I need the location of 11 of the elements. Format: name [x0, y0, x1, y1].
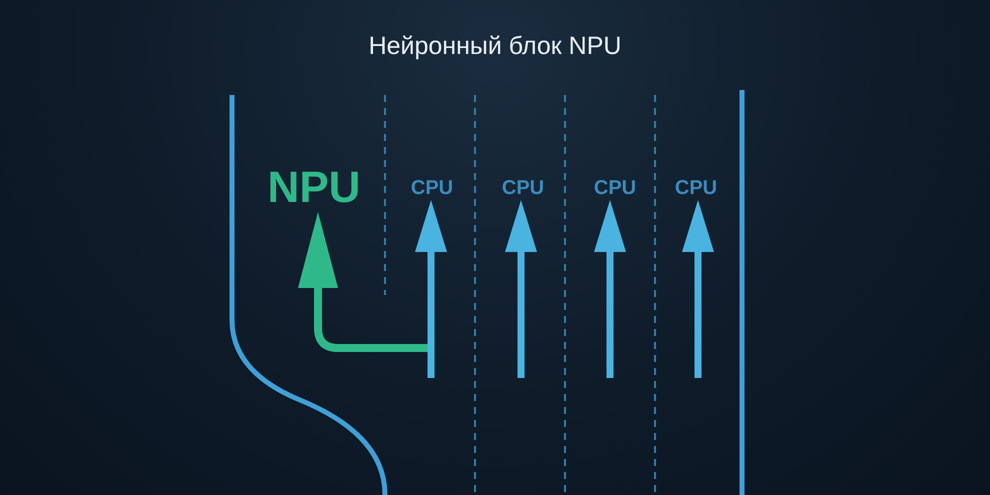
processor-label: CPU [494, 178, 552, 198]
arrow [298, 212, 428, 352]
arrow [682, 200, 714, 378]
arrow [415, 200, 447, 378]
processor-label: CPU [667, 178, 725, 198]
processor-label: CPU [403, 178, 461, 198]
processor-label: CPU [586, 178, 644, 198]
arrow [505, 200, 537, 378]
processor-label: NPU [258, 166, 370, 210]
arrow [594, 200, 626, 378]
title: Нейронный блок NPU [368, 32, 622, 61]
